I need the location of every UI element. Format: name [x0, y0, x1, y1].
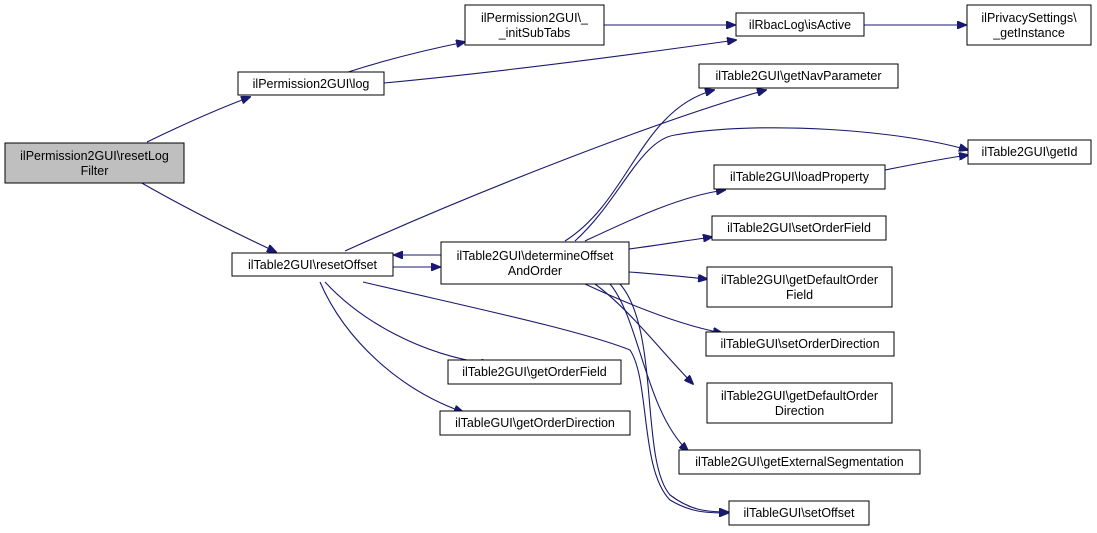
node-label: ilTable2GUI\getOrderField — [462, 365, 607, 379]
edge-determine-getid — [574, 127, 968, 242]
node-determineoffsetandorder[interactable]: ilTable2GUI\determineOffset AndOrder — [440, 241, 630, 285]
node-initsubtabs[interactable]: ilPermission2GUI\_ _initSubTabs — [464, 4, 605, 46]
node-label: ilTable2GUI\getExternalSegmentation — [695, 455, 904, 469]
node-label: ilTable2GUI\getDefaultOrder — [721, 273, 878, 287]
node-label: ilTableGUI\setOrderDirection — [720, 337, 879, 351]
node-label: ilTable2GUI\resetOffset — [248, 258, 378, 272]
node-label: ilRbacLog\isActive — [749, 18, 851, 32]
edge-determine-loadproperty — [584, 190, 725, 242]
node-getorderdirection[interactable]: ilTableGUI\getOrderDirection — [439, 410, 631, 436]
node-label: _getInstance — [992, 26, 1065, 40]
node-getexternalsegmentation[interactable]: ilTable2GUI\getExternalSegmentation — [678, 449, 921, 475]
edge-determine-getdefaultorderfield — [628, 271, 707, 279]
edge-resetoffset-getnavparameter — [344, 90, 766, 252]
node-setoffset[interactable]: ilTableGUI\setOffset — [728, 500, 870, 526]
node-isactive[interactable]: ilRbacLog\isActive — [735, 12, 865, 37]
node-label: ilTable2GUI\getNavParameter — [715, 69, 881, 83]
node-getdefaultorderdirection[interactable]: ilTable2GUI\getDefaultOrder Direction — [706, 382, 893, 424]
edge-loadproperty-getid — [884, 155, 968, 171]
edge-determine-getdefaultorderdirection — [594, 283, 693, 384]
edge-resetoffset-getorderfield — [324, 281, 490, 364]
node-label: ilTable2GUI\loadProperty — [730, 170, 870, 184]
node-label: Field — [786, 288, 813, 302]
node-label: ilTable2GUI\getId — [982, 145, 1078, 159]
node-label: ilTable2GUI\getDefaultOrder — [721, 389, 878, 403]
node-label: ilPermission2GUI\resetLog — [20, 149, 169, 163]
node-label: _initSubTabs — [498, 26, 571, 40]
node-label: ilTable2GUI\determineOffset — [457, 249, 614, 263]
node-getorderfield[interactable]: ilTable2GUI\getOrderField — [447, 359, 622, 385]
node-label: ilPermission2GUI\_ — [481, 11, 589, 25]
node-setorderdirection[interactable]: ilTableGUI\setOrderDirection — [705, 331, 895, 357]
node-log[interactable]: ilPermission2GUI\log — [237, 71, 385, 96]
edge-determine-setoffset — [619, 283, 728, 512]
node-resetlogfilter[interactable]: ilPermission2GUI\resetLog Filter — [4, 142, 185, 184]
node-label: ilTableGUI\getOrderDirection — [455, 416, 615, 430]
node-getid[interactable]: ilTable2GUI\getId — [967, 139, 1092, 165]
node-label: ilPrivacySettings\ — [981, 11, 1077, 25]
node-loadproperty[interactable]: ilTable2GUI\loadProperty — [713, 164, 886, 190]
node-label: Filter — [81, 164, 109, 178]
node-label: ilTableGUI\setOffset — [744, 506, 855, 520]
node-getinstance[interactable]: ilPrivacySettings\ _getInstance — [966, 4, 1092, 46]
edge-determine-getnavparameter — [564, 90, 714, 242]
edges — [139, 25, 968, 513]
edge-resetoffset-setoffset — [362, 281, 728, 513]
node-resetoffset[interactable]: ilTable2GUI\resetOffset — [231, 252, 394, 277]
node-label: ilPermission2GUI\log — [253, 77, 370, 91]
node-getnavparameter[interactable]: ilTable2GUI\getNavParameter — [698, 63, 899, 89]
edge-determine-setorderdirection — [584, 283, 722, 333]
edge-resetlogfilter-log — [146, 97, 250, 143]
node-label: AndOrder — [508, 264, 562, 278]
edge-log-isactive — [383, 40, 736, 84]
edge-determine-setorderfield — [628, 237, 712, 250]
node-getdefaultorderfield[interactable]: ilTable2GUI\getDefaultOrder Field — [706, 266, 893, 308]
node-label: Direction — [775, 404, 824, 418]
node-setorderfield[interactable]: ilTable2GUI\setOrderField — [711, 215, 887, 241]
edge-resetoffset-getorderdirection — [319, 281, 463, 412]
edge-log-initsubtabs — [344, 42, 465, 74]
node-label: ilTable2GUI\setOrderField — [727, 221, 871, 235]
edge-determine-getexternalsegmentation — [609, 283, 688, 451]
edge-resetlogfilter-resetoffset — [139, 181, 276, 252]
